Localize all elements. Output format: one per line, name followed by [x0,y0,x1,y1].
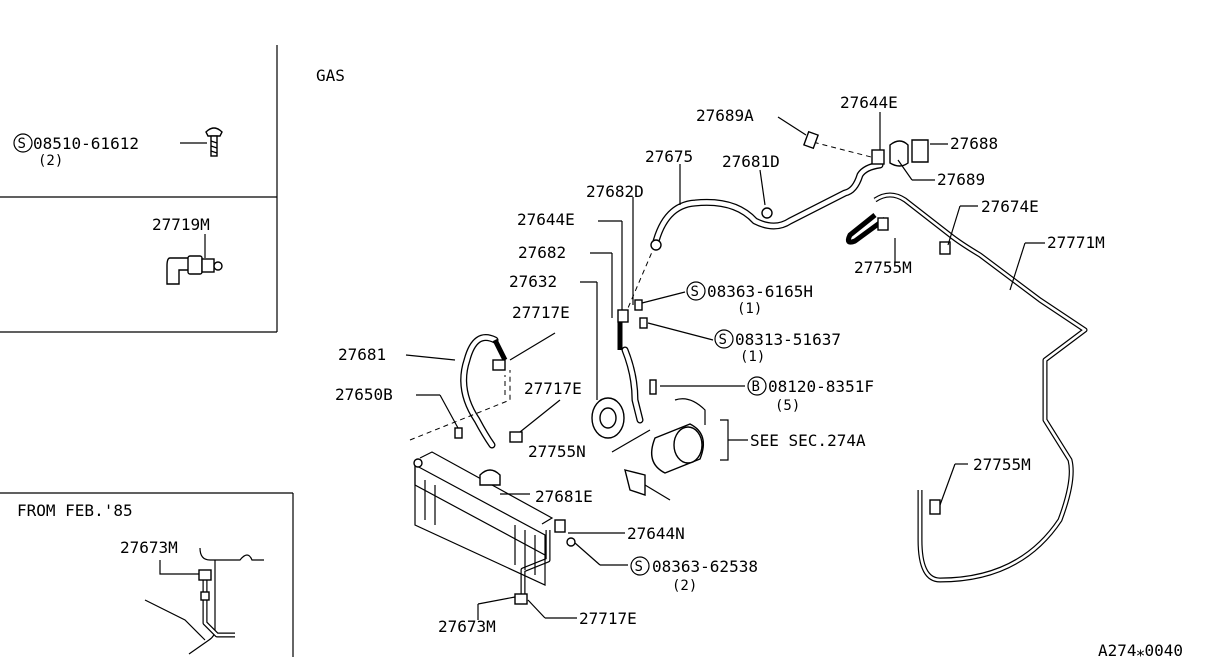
label-27674E[interactable]: 27674E [981,197,1039,216]
s3-qty: (2) [672,578,697,594]
inset-from-feb-85: FROM FEB.'85 27673M [17,501,264,655]
label-27682D[interactable]: 27682D [586,182,644,201]
part-labels: 27689A 27644E 27688 27689 27675 27681D 2… [335,93,1105,636]
qty-label: (2) [38,153,63,169]
label-27688[interactable]: 27688 [950,134,998,153]
label-27681[interactable]: 27681 [338,345,386,364]
label-27717E-b[interactable]: 27717E [524,379,582,398]
part-27719M-label: 27719M [152,215,210,234]
s1-part: 08363-6165H [707,282,813,301]
s1-symbol: S [691,284,699,300]
b1-qty: (5) [775,398,800,414]
s2-part: 08313-51637 [735,330,841,349]
label-27681D[interactable]: 27681D [722,152,780,171]
label-27755N[interactable]: 27755N [528,442,586,461]
label-27717E-c[interactable]: 27717E [579,609,637,628]
s1-qty: (1) [737,301,762,317]
s-symbol: S [18,136,26,152]
s2-qty: (1) [740,349,765,365]
label-27755M-lower[interactable]: 27755M [973,455,1031,474]
inset-title: FROM FEB.'85 [17,501,133,520]
switch-part-callout[interactable]: 27719M [152,215,223,285]
label-27689A[interactable]: 27689A [696,106,754,125]
label-27644E-top[interactable]: 27644E [840,93,898,112]
s3-part: 08363-62538 [652,557,758,576]
label-27632[interactable]: 27632 [509,272,557,291]
inset-part-27673M: 27673M [120,538,178,557]
s3-symbol: S [635,559,643,575]
label-27681E[interactable]: 27681E [535,487,593,506]
part-number-08510-61612: 08510-61612 [33,134,139,153]
see-section-label[interactable]: SEE SEC.274A [750,431,866,450]
label-27771M[interactable]: 27771M [1047,233,1105,252]
leader-lines [405,112,1045,620]
screw-icon [205,127,223,157]
label-27675[interactable]: 27675 [645,147,693,166]
fittings [454,130,951,605]
fastener-callout-s2[interactable]: S 08313-51637 (1) [714,329,841,365]
label-27644E-left[interactable]: 27644E [517,210,575,229]
b1-symbol: B [752,379,760,395]
compressor [591,397,706,501]
fastener-callout-s3[interactable]: S 08363-62538 (2) [630,556,758,594]
fastener-callout-s1[interactable]: S 08363-6165H (1) [686,281,813,317]
label-27644N[interactable]: 27644N [627,524,685,543]
label-27650B[interactable]: 27650B [335,385,393,404]
fastener-callout-b1[interactable]: B 08120-8351F (5) [747,376,874,414]
label-27682[interactable]: 27682 [518,243,566,262]
label-27689[interactable]: 27689 [937,170,985,189]
variant-label: GAS [316,66,345,85]
box-borders [0,45,294,657]
pressure-switch-icon [166,255,223,285]
label-27673M[interactable]: 27673M [438,617,496,636]
label-27717E-a[interactable]: 27717E [512,303,570,322]
s2-symbol: S [719,332,727,348]
s-symbol-circle [13,133,33,153]
figure-code: A274⁎0040 [1098,641,1183,660]
label-27755M-upper[interactable]: 27755M [854,258,912,277]
b1-part: 08120-8351F [768,377,874,396]
screw-callout[interactable]: S 08510-61612 (2) [13,127,223,169]
